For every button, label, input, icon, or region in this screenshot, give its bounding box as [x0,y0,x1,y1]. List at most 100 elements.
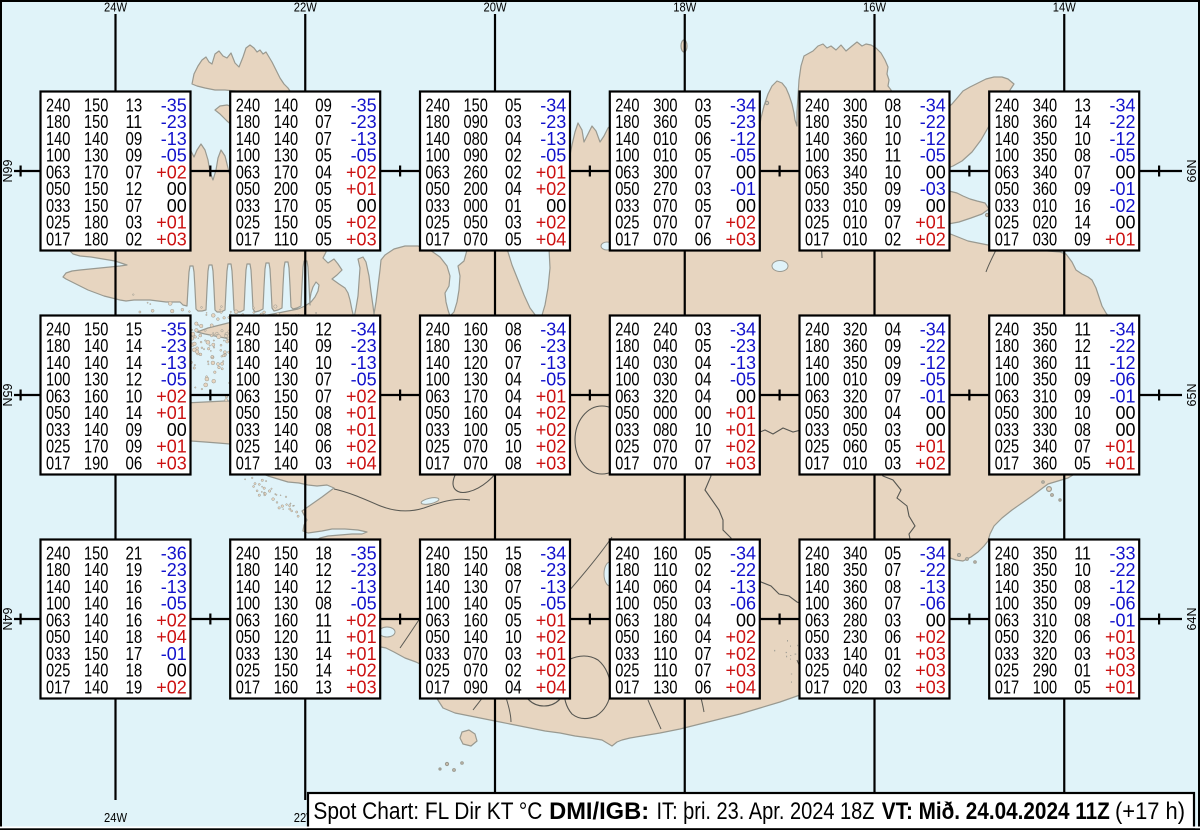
svg-text:070: 070 [653,229,677,249]
svg-text:+02: +02 [536,420,567,440]
svg-text:04: 04 [695,386,712,406]
svg-text:025: 025 [995,437,1019,457]
svg-text:100: 100 [995,594,1019,614]
svg-text:03: 03 [505,112,522,132]
svg-text:-05: -05 [920,370,946,390]
svg-text:-22: -22 [920,560,946,580]
svg-text:-22: -22 [920,112,946,132]
svg-text:340: 340 [843,162,867,182]
svg-text:017: 017 [995,453,1019,473]
svg-text:-01: -01 [1109,610,1135,630]
svg-text:-34: -34 [1109,320,1135,340]
svg-text:017: 017 [805,677,829,697]
svg-text:-34: -34 [730,544,756,564]
svg-text:-23: -23 [351,112,377,132]
svg-text:033: 033 [615,196,639,216]
svg-text:03: 03 [695,320,712,340]
svg-text:02: 02 [505,661,522,681]
svg-text:350: 350 [1033,594,1057,614]
svg-text:150: 150 [84,112,108,132]
svg-text:350: 350 [1033,370,1057,390]
svg-text:180: 180 [46,112,70,132]
svg-text:02: 02 [885,661,902,681]
svg-text:140: 140 [274,560,298,580]
svg-text:010: 010 [653,129,677,149]
svg-text:063: 063 [236,386,260,406]
svg-text:000: 000 [653,403,677,423]
svg-text:16W: 16W [863,0,887,15]
svg-text:-23: -23 [540,112,566,132]
svg-text:100: 100 [615,594,639,614]
svg-text:100: 100 [995,146,1019,166]
svg-text:09: 09 [1074,386,1091,406]
svg-text:240: 240 [805,320,829,340]
svg-text:-05: -05 [920,146,946,166]
svg-text:12: 12 [315,320,332,340]
svg-text:100: 100 [426,594,450,614]
svg-text:180: 180 [995,336,1019,356]
svg-text:17: 17 [126,644,143,664]
svg-text:+02: +02 [915,627,946,647]
svg-text:140: 140 [274,129,298,149]
svg-text:-01: -01 [920,386,946,406]
svg-text:017: 017 [805,229,829,249]
svg-text:18: 18 [315,544,332,564]
svg-text:050: 050 [653,594,677,614]
svg-text:14: 14 [126,336,143,356]
svg-text:180: 180 [46,336,70,356]
svg-text:04: 04 [505,129,522,149]
svg-text:-05: -05 [730,146,756,166]
svg-text:+02: +02 [346,610,377,630]
svg-text:340: 340 [1033,162,1057,182]
svg-text:100: 100 [615,146,639,166]
svg-text:340: 340 [843,544,867,564]
svg-text:360: 360 [1033,453,1057,473]
svg-text:00: 00 [695,403,712,423]
svg-text:+01: +01 [536,386,567,406]
svg-text:03: 03 [695,96,712,116]
svg-text:+02: +02 [536,627,567,647]
svg-text:063: 063 [46,162,70,182]
svg-text:-05: -05 [351,370,377,390]
svg-text:240: 240 [615,320,639,340]
svg-text:06: 06 [1074,627,1091,647]
svg-text:150: 150 [84,196,108,216]
svg-text:060: 060 [653,577,677,597]
svg-text:270: 270 [653,179,677,199]
svg-text:-34: -34 [730,320,756,340]
svg-text:320: 320 [843,386,867,406]
svg-text:033: 033 [426,420,450,440]
svg-text:12: 12 [315,560,332,580]
svg-text:+04: +04 [156,627,187,647]
svg-text:350: 350 [1033,544,1057,564]
svg-text:140: 140 [274,353,298,373]
svg-text:04: 04 [505,403,522,423]
svg-text:+02: +02 [346,213,377,233]
svg-text:240: 240 [615,544,639,564]
svg-text:+02: +02 [156,610,187,630]
svg-text:050: 050 [615,627,639,647]
svg-text:00: 00 [167,196,187,216]
svg-text:05: 05 [505,594,522,614]
svg-text:090: 090 [464,112,488,132]
svg-text:350: 350 [1033,560,1057,580]
svg-text:+02: +02 [156,386,187,406]
svg-text:140: 140 [464,594,488,614]
svg-text:12: 12 [126,370,143,390]
svg-text:160: 160 [653,627,677,647]
svg-text:09: 09 [885,370,902,390]
svg-text:14: 14 [1074,213,1091,233]
svg-text:-13: -13 [351,353,377,373]
svg-text:-13: -13 [351,129,377,149]
svg-text:140: 140 [84,403,108,423]
svg-text:017: 017 [805,453,829,473]
svg-text:050: 050 [426,627,450,647]
svg-text:063: 063 [995,386,1019,406]
svg-text:180: 180 [805,560,829,580]
svg-text:350: 350 [843,353,867,373]
svg-text:05: 05 [505,96,522,116]
svg-text:-34: -34 [1109,96,1135,116]
svg-text:150: 150 [84,179,108,199]
svg-text:15: 15 [126,320,143,340]
svg-text:060: 060 [843,437,867,457]
